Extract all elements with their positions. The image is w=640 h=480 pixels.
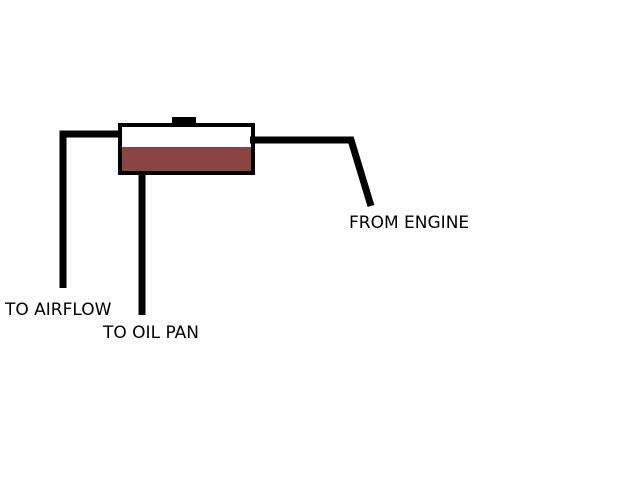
tank-cap xyxy=(172,117,196,125)
to-airflow-label: TO AIRFLOW xyxy=(5,300,112,320)
airflow-pipe xyxy=(59,130,122,288)
from-engine-label: FROM ENGINE xyxy=(349,213,470,233)
oil-level xyxy=(122,147,252,171)
to-oil-pan-label: TO OIL PAN xyxy=(103,323,199,343)
catch-can-tank xyxy=(118,123,255,175)
engine-pipe xyxy=(250,136,375,208)
